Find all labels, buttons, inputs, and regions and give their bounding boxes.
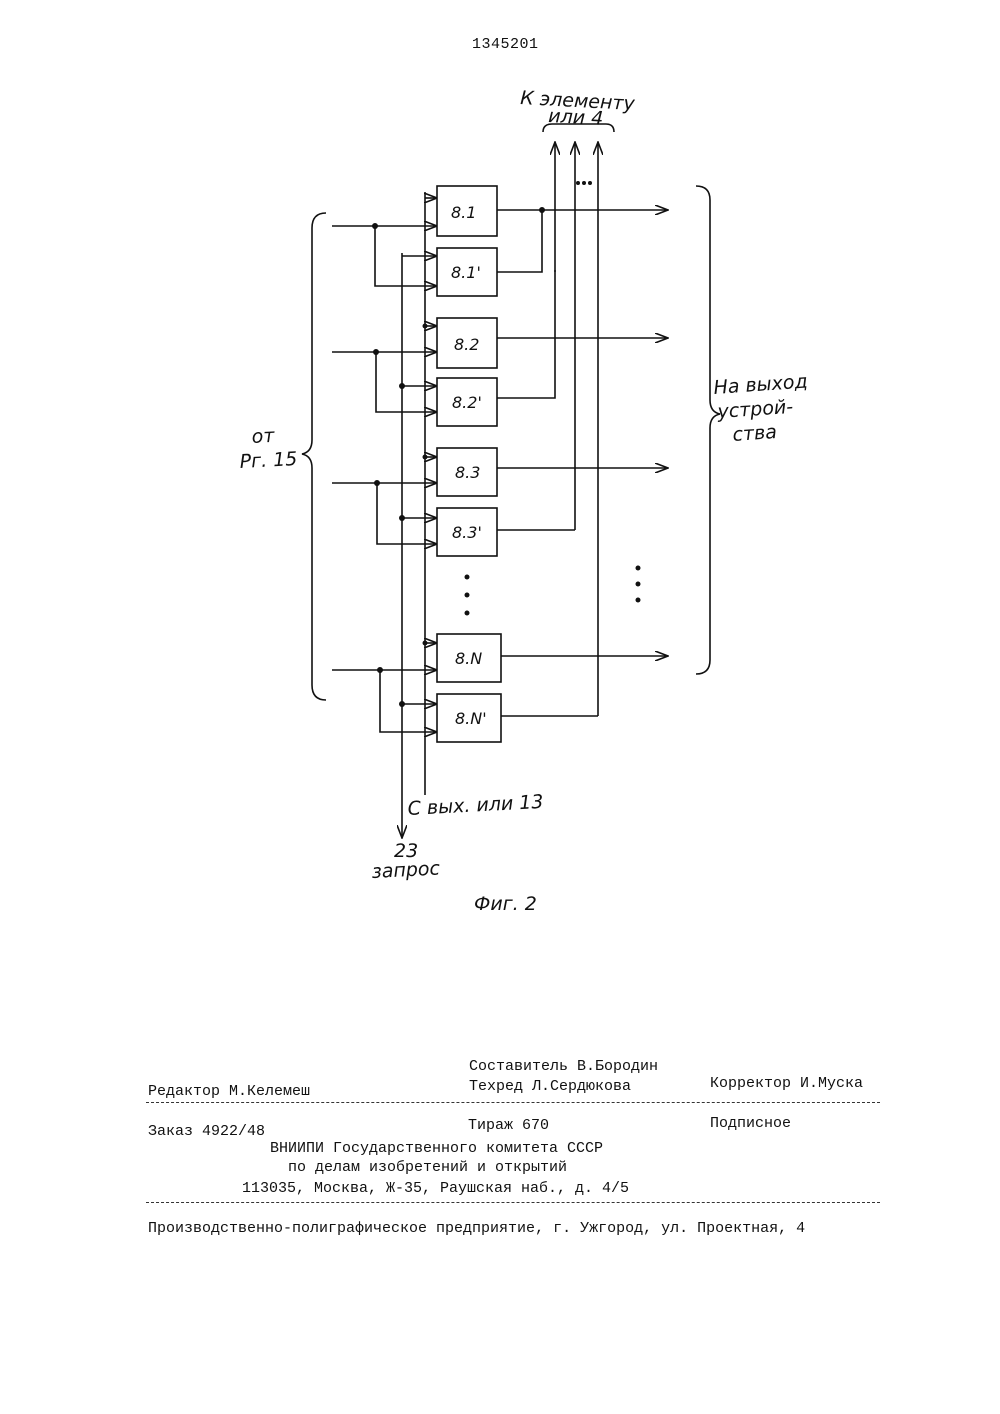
block-label-8-N: 8.N <box>455 649 482 668</box>
block-label-8-1: 8.1 <box>451 203 476 222</box>
org-line1: ВНИИПИ Государственного комитета СССР <box>270 1140 603 1157</box>
left-label-line1: от <box>251 425 276 448</box>
top-label-line2: или 4 <box>548 105 604 130</box>
block-label-8-3-prime: 8.3' <box>452 523 482 542</box>
bottom-label-query: запрос <box>371 857 441 883</box>
editor: Редактор М.Келемеш <box>148 1083 310 1100</box>
divider-bottom <box>146 1202 880 1203</box>
right-label-line2: устрой- <box>716 396 794 423</box>
org-line3: 113035, Москва, Ж-35, Раушская наб., д. … <box>242 1180 629 1197</box>
figure-caption: Фиг. 2 <box>474 893 537 915</box>
order: Заказ 4922/48 <box>148 1123 265 1140</box>
block-label-8-2: 8.2 <box>454 335 479 354</box>
bottom-label-input: С вых. или 13 <box>407 791 544 820</box>
compiler: Составитель В.Бородин <box>469 1058 658 1075</box>
block-label-8-1-prime: 8.1' <box>451 263 481 282</box>
divider-top <box>146 1102 880 1103</box>
corrector: Корректор И.Муска <box>710 1075 863 1092</box>
printer: Производственно-полиграфическое предприя… <box>148 1220 805 1237</box>
block-label-8-3: 8.3 <box>455 463 480 482</box>
block-label-8-N-prime: 8.N' <box>455 709 487 728</box>
left-brace <box>302 213 326 700</box>
circuit-diagram: К элементу или 4 от Рг. 15 На выход устр… <box>0 0 1000 1000</box>
right-brace <box>696 186 720 674</box>
circulation: Тираж 670 <box>468 1117 549 1134</box>
left-label-line2: Рг. 15 <box>239 448 298 473</box>
org-line2: по делам изобретений и открытий <box>288 1159 567 1176</box>
right-label-line3: ства <box>732 421 778 446</box>
block-label-8-2-prime: 8.2' <box>452 393 482 412</box>
techred: Техред Л.Сердюкова <box>469 1078 631 1095</box>
right-label-line1: На выход <box>713 370 808 399</box>
subscription: Подписное <box>710 1115 791 1132</box>
